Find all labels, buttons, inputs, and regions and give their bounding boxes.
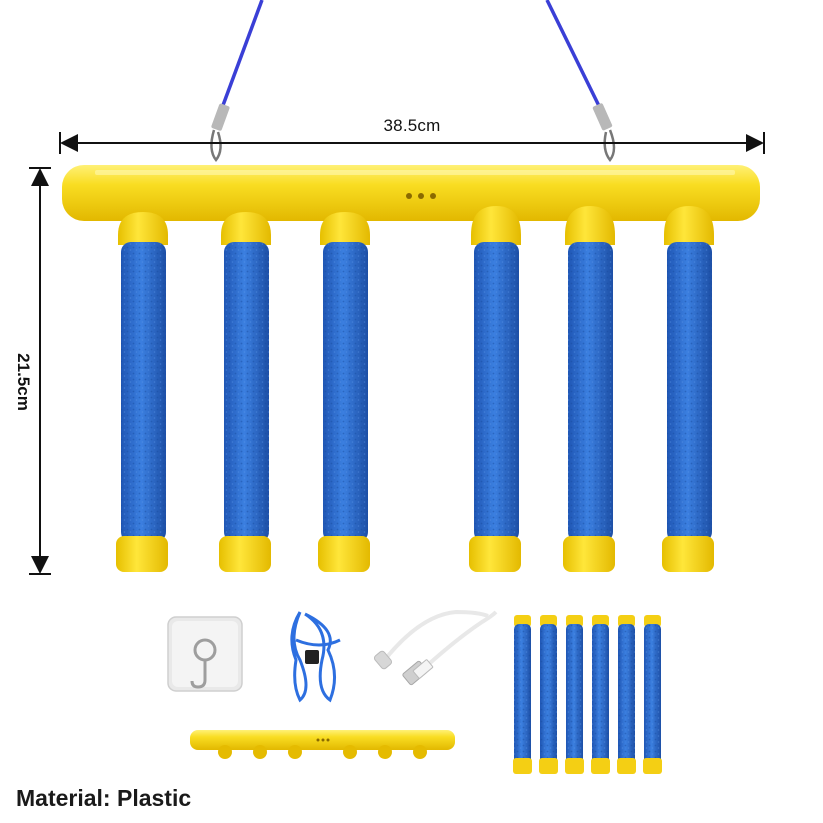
foam-stick (318, 212, 370, 572)
lanyard (290, 611, 341, 703)
spare-foam-sticks (513, 615, 662, 774)
material-label: Material: Plastic (16, 785, 192, 811)
height-dimension-label: 21.5cm (14, 353, 33, 411)
main-frame (62, 165, 760, 221)
small-frame (190, 730, 455, 759)
usb-cable (373, 609, 498, 686)
foam-stick (662, 206, 714, 572)
adhesive-hook (167, 616, 243, 692)
width-arrow (59, 132, 765, 154)
width-dimension-label: 38.5cm (383, 116, 441, 135)
hanging-rope (210, 0, 616, 163)
foam-sticks (116, 206, 714, 572)
foam-stick (469, 206, 521, 572)
foam-stick (116, 212, 168, 572)
foam-stick (219, 212, 271, 572)
foam-stick (563, 206, 615, 572)
height-arrow (29, 167, 51, 575)
